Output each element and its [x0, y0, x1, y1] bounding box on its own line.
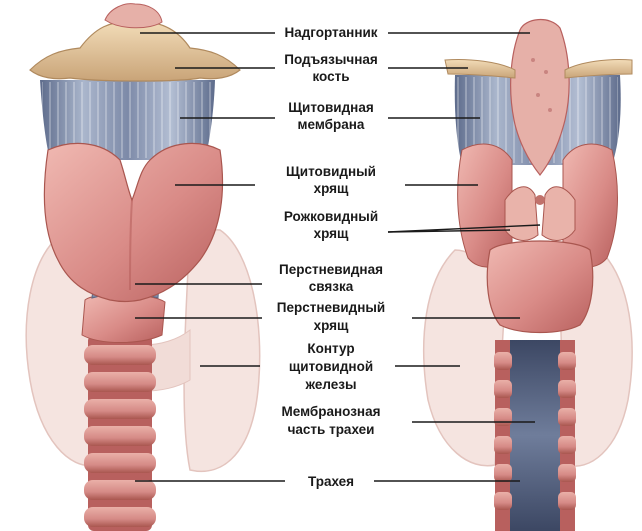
label-membranous-line1: Мембранозная	[282, 404, 381, 419]
label-corniculate-line2: хрящ	[314, 226, 349, 241]
label-epiglottis: Надгортанник	[284, 25, 377, 40]
label-thyroid-cartilage-line2: хрящ	[314, 181, 349, 196]
label-cricothyroid-line1: Перстневидная	[279, 262, 383, 277]
label-trachea: Трахея	[308, 474, 354, 489]
label-hyoid-line2: кость	[312, 69, 349, 84]
label-thyroid-cartilage-line1: Щитовидный	[286, 164, 376, 179]
cricoid-cartilage-right	[487, 241, 593, 333]
label-cricoid-line1: Перстневидный	[277, 300, 385, 315]
label-membranous-line2: часть трахеи	[288, 422, 375, 437]
trachea-right	[494, 340, 576, 531]
trachea-left	[84, 335, 156, 531]
arytenoid-left	[505, 187, 538, 241]
label-thyrohyoid-line2: мембрана	[298, 117, 365, 132]
label-hyoid-line1: Подъязычная	[284, 52, 378, 67]
label-thyrohyoid-line1: Щитовидная	[288, 100, 373, 115]
label-cricoid-line2: хрящ	[314, 318, 349, 333]
arytenoid-right	[542, 187, 575, 241]
label-gland-line3: железы	[304, 377, 356, 392]
label-cricothyroid-line2: связка	[309, 279, 354, 294]
label-corniculate-line1: Рожковидный	[284, 209, 378, 224]
label-gland-line2: щитовидной	[289, 359, 373, 374]
corniculate-cartilage	[535, 195, 545, 205]
label-gland-line1: Контур	[307, 341, 354, 356]
